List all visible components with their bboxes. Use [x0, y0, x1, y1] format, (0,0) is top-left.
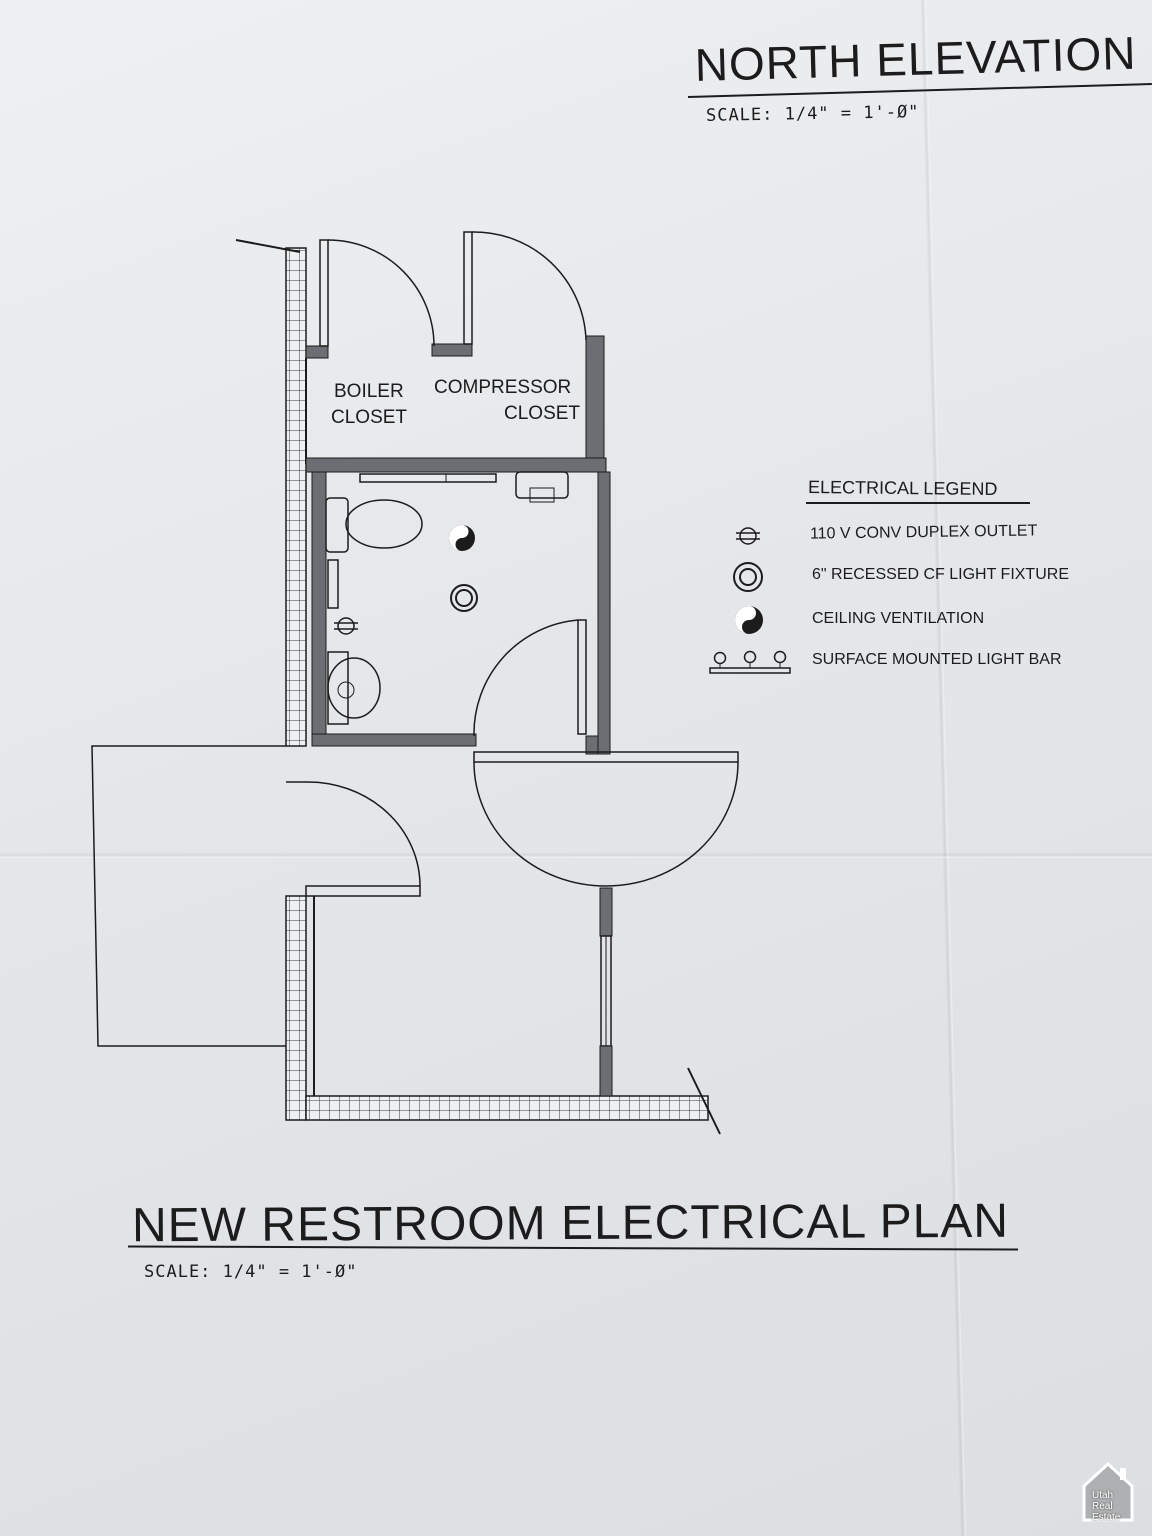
duplex-outlet-icon: [334, 617, 358, 635]
restroom-door: [577, 619, 587, 735]
exterior-wall-upper: [285, 247, 307, 747]
lower-door-swing: [305, 781, 421, 887]
compressor-door-swing: [471, 231, 587, 341]
legend-item-ventilation: CEILING VENTILATION: [812, 610, 985, 627]
legend-ceiling-ventilation-icon: [735, 606, 763, 634]
sink-basin: [327, 657, 381, 719]
legend-title: ELECTRICAL LEGEND: [807, 477, 998, 499]
exterior-wall-bottom: [305, 1095, 709, 1121]
plan-scale: SCALE: 1/4" = 1'-Ø": [144, 1262, 358, 1282]
lower-door: [305, 885, 421, 897]
boiler-door-swing: [327, 239, 435, 347]
adjacent-room-outline: [91, 745, 286, 1047]
restroom-wall-bottom: [311, 733, 477, 747]
legend-item-outlet: 110 V CONV DUPLEX OUTLET: [809, 522, 1038, 543]
compressor-closet-label-2: CLOSET: [504, 403, 581, 424]
wall-break-line-bottom: [687, 1067, 721, 1135]
restroom-wall-left: [311, 471, 327, 745]
logo-text-estate: Estate: [1092, 1512, 1121, 1523]
legend-item-light-bar: SURFACE MOUNTED LIGHT BAR: [812, 651, 1062, 668]
legend-item-recessed-light: 6" RECESSED CF LIGHT FIXTURE: [812, 566, 1069, 583]
restroom-light-bar: [359, 473, 497, 483]
restroom-wall-top: [305, 457, 607, 473]
restroom-door-swing: [473, 619, 579, 737]
legend-light-bar-icon: [709, 650, 791, 674]
plan-title: NEW RESTROOM ELECTRICAL PLAN: [131, 1194, 1010, 1253]
toilet-tank: [325, 497, 349, 553]
utility-fixture: [515, 471, 569, 499]
boiler-closet-label: BOILER: [334, 381, 404, 402]
legend-underline: [806, 502, 1030, 504]
compressor-closet-door: [463, 231, 473, 345]
boiler-closet-label-2: CLOSET: [331, 407, 408, 428]
logo-text-utah: Utah: [1092, 1490, 1114, 1501]
closet-wall-right: [585, 335, 605, 465]
grab-bar: [327, 559, 339, 609]
recessed-light-icon: [450, 584, 478, 612]
legend-recessed-light-icon: [733, 562, 763, 592]
hallway-door: [473, 751, 739, 763]
boiler-closet-door: [319, 239, 329, 347]
ceiling-ventilation-icon: [449, 525, 475, 551]
compressor-closet-label: COMPRESSOR: [434, 377, 572, 398]
paper-fold-horizontal: [0, 852, 1152, 858]
house-logo-icon: [1082, 1461, 1134, 1522]
hallway-door-swing: [473, 761, 739, 887]
legend-duplex-outlet-icon: [736, 527, 760, 545]
toilet-bowl: [345, 499, 423, 549]
restroom-wall-right: [597, 471, 611, 755]
wall-break-line-top: [235, 239, 301, 253]
logo-text-real: Real: [1092, 1501, 1113, 1512]
exterior-wall-lower: [285, 895, 307, 1121]
